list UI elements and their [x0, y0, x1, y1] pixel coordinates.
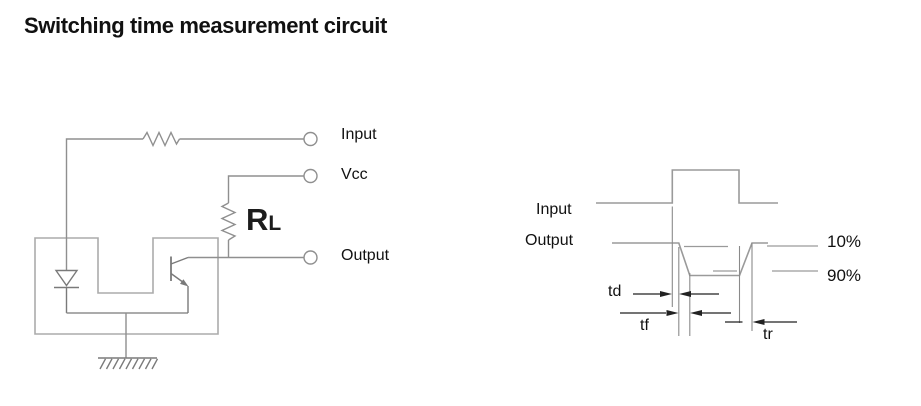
- tr-label: tr: [763, 326, 773, 343]
- waveform-output-label: Output: [525, 232, 574, 249]
- load-resistor-subscript: L: [268, 212, 282, 235]
- circuit-vcc-label: Vcc: [341, 166, 368, 183]
- tf-label: tf: [640, 317, 649, 334]
- load-resistor-symbol: R: [246, 202, 269, 237]
- transistor-emitter: [170, 272, 189, 313]
- tf-arrow-right: [666, 310, 679, 316]
- input-terminal-circle: [303, 131, 318, 147]
- terminals: [303, 131, 318, 265]
- vcc-wire: [227, 175, 304, 203]
- tf-arrow-left: [690, 310, 702, 316]
- td-arrow-left: [679, 291, 691, 297]
- tr-arrow-left: [752, 319, 765, 325]
- vcc-terminal-circle: [303, 168, 318, 184]
- dimension-tr: [725, 319, 797, 325]
- waveform-input-label: Input: [536, 201, 572, 218]
- level-10-label: 10%: [827, 232, 862, 251]
- circuit-diagram: [34, 130, 318, 370]
- td-arrow-right: [660, 291, 672, 297]
- output-terminal-circle: [303, 250, 318, 265]
- input-resistor: [142, 130, 181, 148]
- load-resistor: [220, 202, 237, 241]
- input-anode-wire: [65, 138, 143, 271]
- led-diode: [54, 269, 79, 313]
- page-title: Switching time measurement circuit: [24, 13, 387, 38]
- package-outline: [34, 237, 219, 335]
- level-90-label: 90%: [827, 266, 862, 285]
- timing-diagram: [596, 169, 818, 336]
- circuit-input-label: Input: [341, 126, 377, 143]
- load-resistor-label: RL: [246, 204, 281, 235]
- ground-symbol: [98, 357, 159, 370]
- dimension-td: [633, 291, 719, 297]
- input-waveform: [596, 169, 778, 204]
- phototransistor: [170, 256, 189, 313]
- diode-triangle: [54, 269, 79, 287]
- output-waveform: [612, 242, 768, 277]
- circuit-output-label: Output: [341, 247, 390, 264]
- level-10-line: [684, 245, 818, 248]
- transistor-collector: [170, 256, 189, 265]
- reference-lines: [671, 206, 753, 336]
- emitter-arrowhead: [180, 279, 189, 287]
- td-label: td: [608, 283, 622, 300]
- dimension-tf: [620, 310, 731, 316]
